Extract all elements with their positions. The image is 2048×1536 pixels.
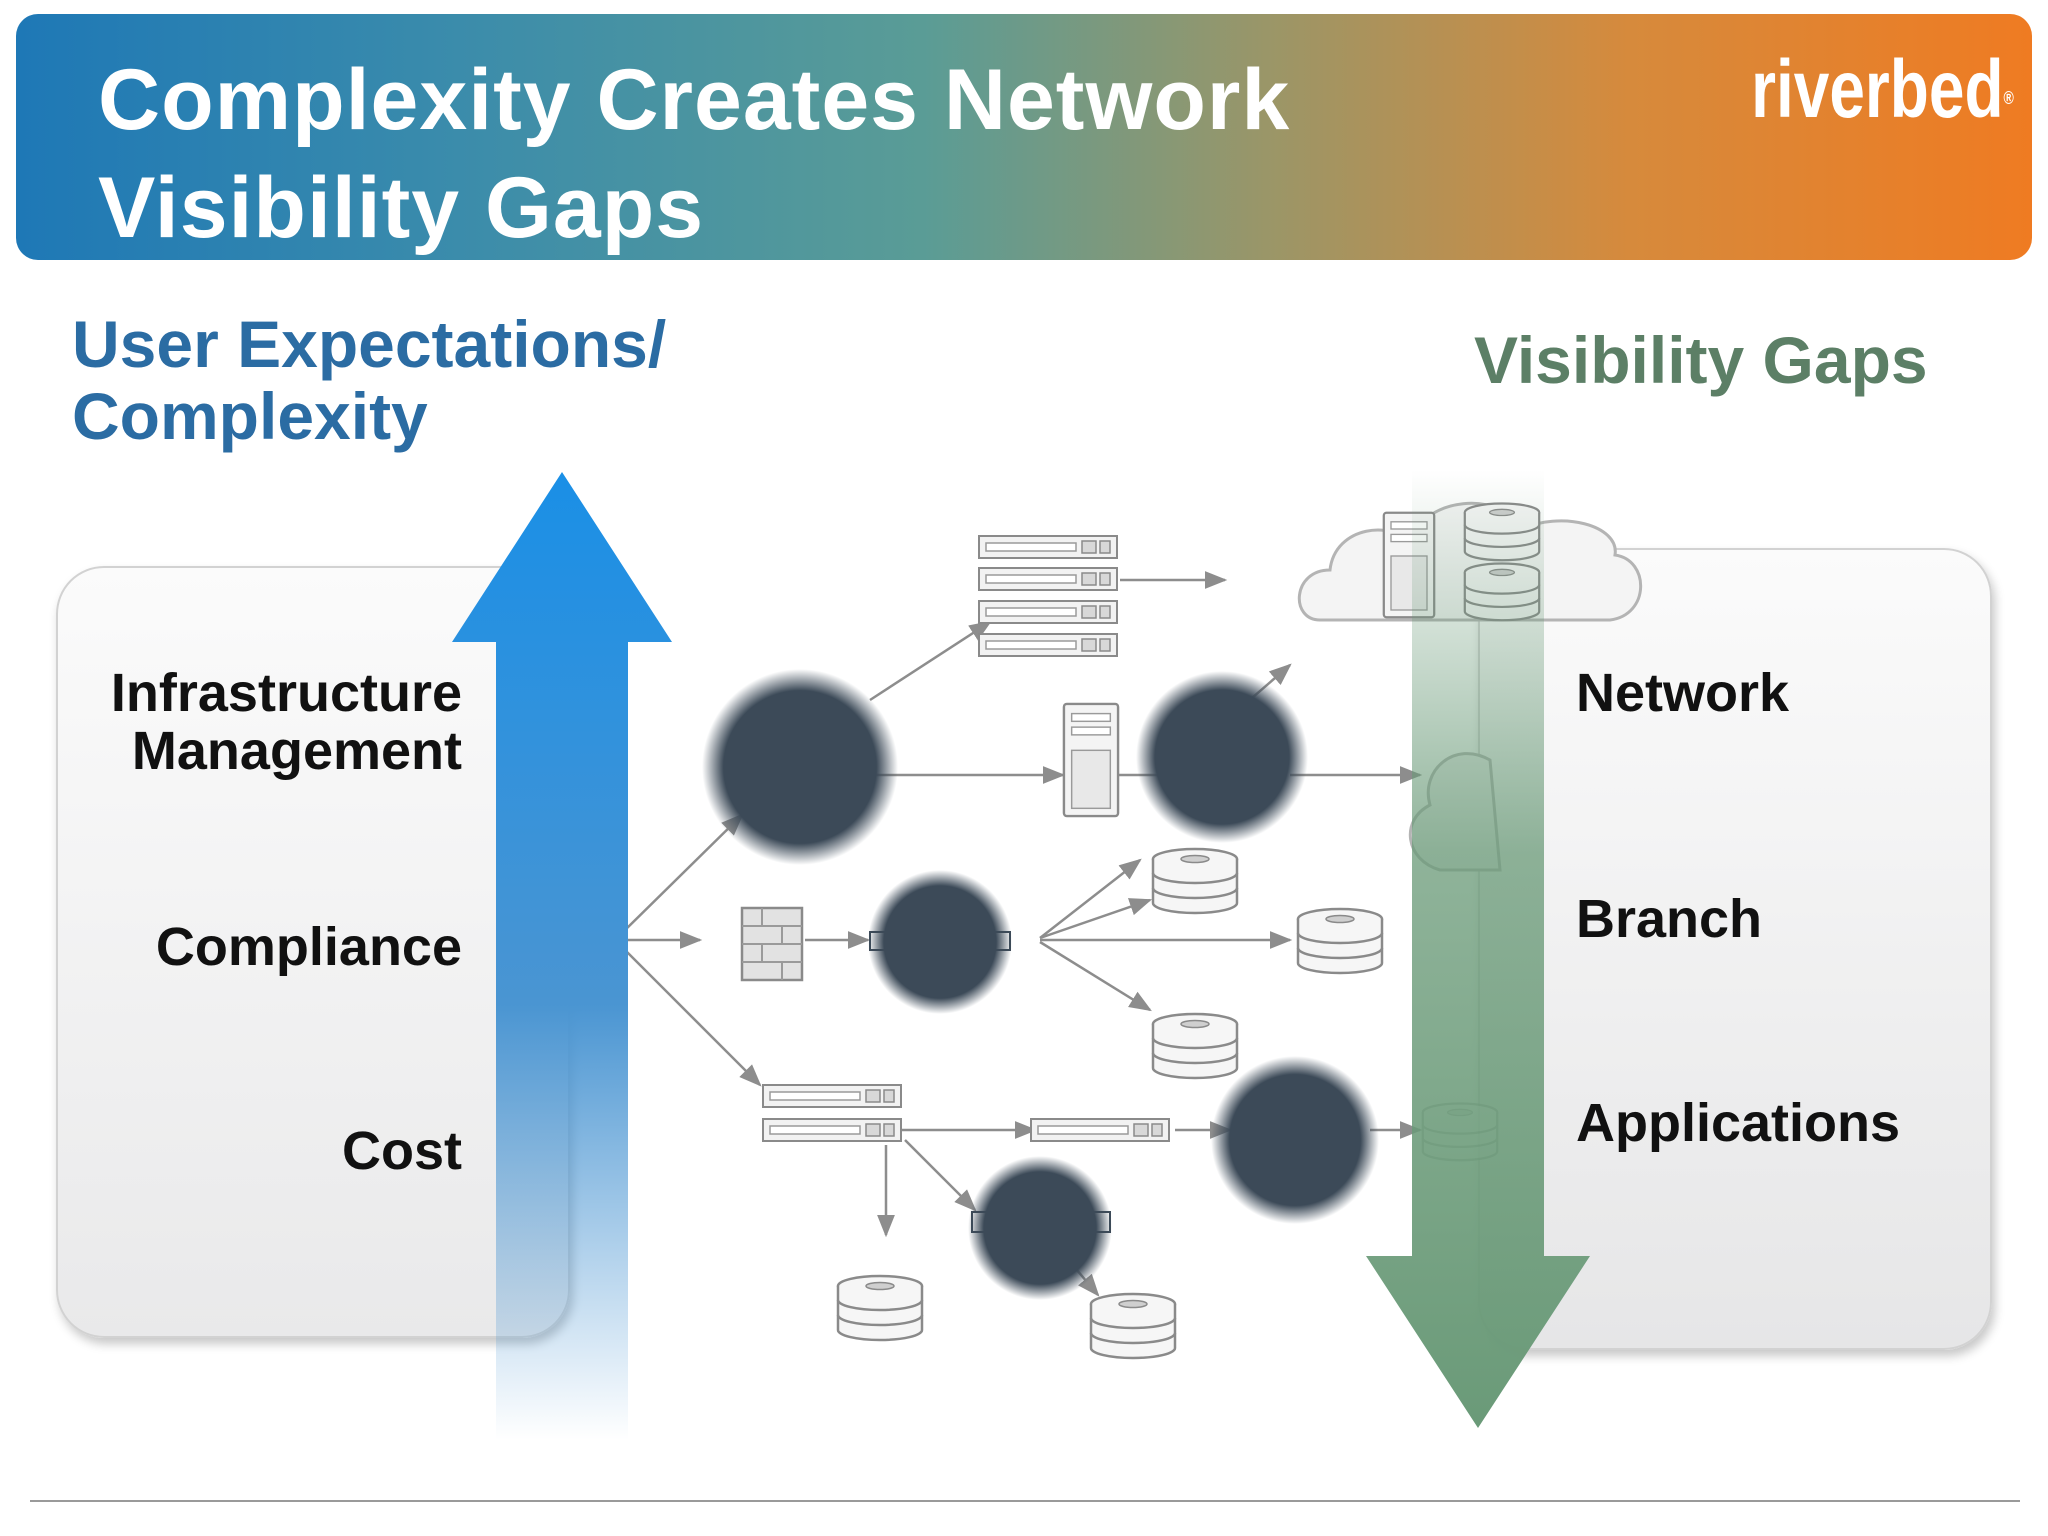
- right-heading: Visibility Gaps: [1474, 323, 1928, 397]
- database-icon: [1089, 1292, 1177, 1360]
- title-line-1: Complexity Creates Network: [98, 52, 1291, 148]
- database-icon: [1296, 907, 1384, 975]
- title-line-2: Visibility Gaps: [98, 160, 705, 256]
- logo-text: riverbed: [1751, 44, 2004, 135]
- database-icon: [1151, 847, 1239, 915]
- network-node: [868, 870, 1012, 1014]
- registered-mark: ®: [2003, 88, 2014, 108]
- left-heading: User Expectations/ Complexity: [72, 307, 667, 453]
- node-port: [869, 931, 1011, 951]
- label-branch: Branch: [1576, 889, 1763, 949]
- network-node: [1211, 1056, 1379, 1224]
- network-node: [702, 669, 898, 865]
- riverbed-logo: riverbed®: [1751, 40, 2014, 140]
- label-cost: Cost: [342, 1121, 462, 1181]
- down-arrow-icon: [1366, 470, 1590, 1428]
- label-network: Network: [1576, 663, 1790, 723]
- network-node: [1136, 671, 1308, 843]
- label-compliance: Compliance: [155, 917, 462, 977]
- server-rack-icon: [1030, 1118, 1170, 1142]
- node-port: [971, 1211, 1111, 1233]
- tower-server-icon: [1062, 702, 1120, 818]
- footer-divider: [30, 1500, 2020, 1502]
- database-icon: [836, 1274, 924, 1342]
- label-applications: Applications: [1576, 1093, 1901, 1153]
- server-rack-icon: [762, 1084, 902, 1142]
- title-banner: [16, 14, 2032, 260]
- up-arrow-icon: [452, 472, 672, 1440]
- server-rack-icon: [978, 535, 1118, 657]
- database-icon: [1151, 1012, 1239, 1080]
- network-node: [968, 1156, 1112, 1300]
- left-panel: [56, 566, 570, 1338]
- label-infrastructure-management: Infrastructure Management: [110, 663, 462, 781]
- right-panel: [1478, 548, 1992, 1350]
- firewall-icon: [740, 906, 804, 982]
